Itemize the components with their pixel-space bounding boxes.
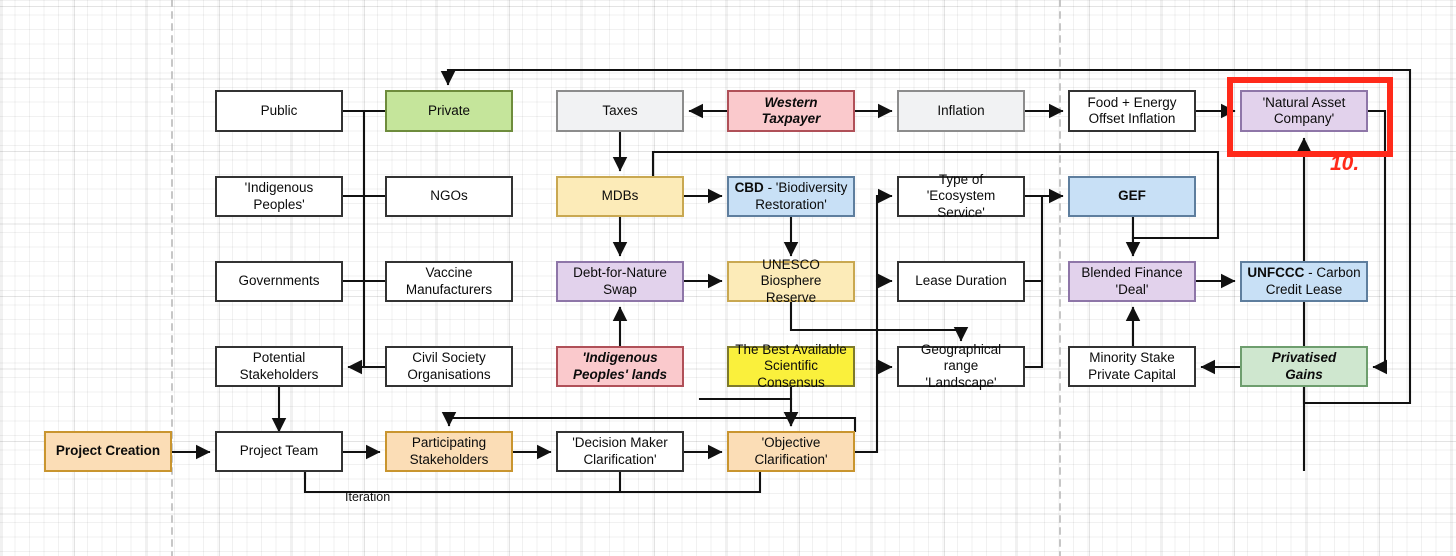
node-label: Geographical range'Landscape' — [920, 341, 1002, 390]
node-label: Debt-for-Nature Swap — [573, 265, 667, 297]
node-label: NGOs — [430, 188, 468, 204]
node-label: Lease Duration — [915, 273, 1007, 289]
node-label: MDBs — [601, 188, 639, 204]
node-label: Taxes — [602, 102, 638, 118]
node-ecosystem-service[interactable]: Type of'Ecosystem Service' — [897, 172, 1025, 220]
node-label: GEF — [1118, 188, 1146, 204]
node-debt-nature-swap[interactable]: Debt-for-Nature Swap — [556, 261, 684, 302]
node-label: 'Indigenous Peoples' — [244, 180, 314, 212]
node-lease-duration[interactable]: Lease Duration — [897, 261, 1025, 302]
node-governments[interactable]: Governments — [215, 261, 343, 302]
iteration-label: Iteration — [345, 490, 391, 504]
node-private[interactable]: Private — [385, 90, 513, 132]
node-project-creation[interactable]: Project Creation — [44, 431, 172, 472]
node-project-team[interactable]: Project Team — [215, 431, 343, 472]
node-indigenous-peoples[interactable]: 'Indigenous Peoples' — [215, 176, 343, 217]
node-label: Inflation — [937, 102, 985, 118]
node-public[interactable]: Public — [215, 90, 343, 132]
node-gef[interactable]: GEF — [1068, 176, 1196, 217]
node-label: Project Creation — [55, 443, 161, 459]
node-taxes[interactable]: Taxes — [556, 90, 684, 132]
node-label: Private — [427, 102, 471, 118]
node-mdbs[interactable]: MDBs — [556, 176, 684, 217]
node-geographical-range[interactable]: Geographical range'Landscape' — [897, 342, 1025, 390]
step-number-annotation: 10. — [1330, 152, 1360, 175]
node-label: Governments — [238, 273, 320, 289]
node-label: Project Team — [239, 443, 319, 459]
node-label: Public — [260, 102, 298, 118]
node-inflation[interactable]: Inflation — [897, 90, 1025, 132]
node-label: Type of'Ecosystem Service' — [926, 171, 996, 220]
node-blended-finance[interactable]: Blended Finance'Deal' — [1068, 261, 1196, 302]
node-label: Blended Finance'Deal' — [1081, 265, 1183, 297]
node-ngos[interactable]: NGOs — [385, 176, 513, 217]
